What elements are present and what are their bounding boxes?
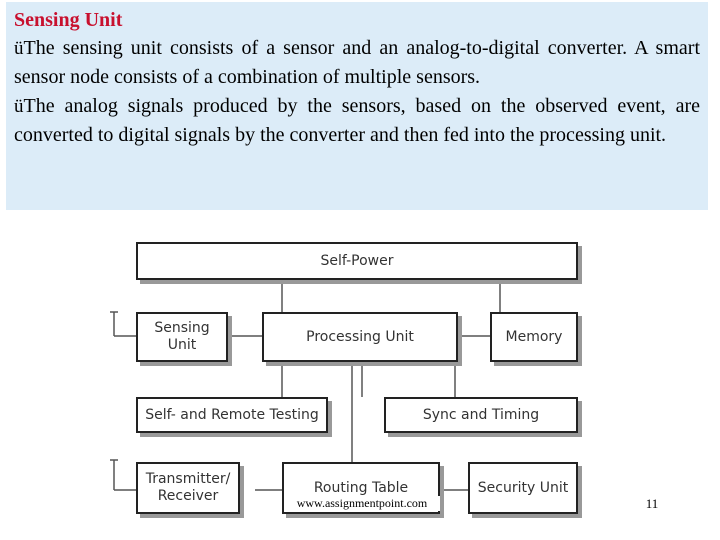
transmitter-label-line2: Receiver xyxy=(157,488,219,504)
sync-timing-label: Sync and Timing xyxy=(422,406,540,423)
page-number: 11 xyxy=(645,496,659,511)
text-panel: Sensing Unit üThe sensing unit consists … xyxy=(6,2,708,210)
self-power-label: Self-Power xyxy=(320,252,394,269)
memory-box: Memory xyxy=(490,312,578,362)
bullet-1: üThe sensing unit consists of a sensor a… xyxy=(14,34,700,92)
footer-url: www.assignmentpoint.com xyxy=(284,496,440,511)
bullet-1-text: The sensing unit consists of a sensor an… xyxy=(14,37,700,88)
sensor-node-diagram: Self-Power Sensing Unit Processing Unit … xyxy=(100,232,600,527)
sensing-unit-label-line1: Sensing xyxy=(154,320,210,336)
check-icon: ü xyxy=(14,96,24,117)
self-remote-testing-label: Self- and Remote Testing xyxy=(145,406,319,423)
processing-unit-box: Processing Unit xyxy=(262,312,458,362)
bullet-2: üThe analog signals produced by the sens… xyxy=(14,92,700,150)
memory-label: Memory xyxy=(505,328,563,345)
transmitter-receiver-box: Transmitter/ Receiver xyxy=(136,462,240,514)
security-unit-label: Security Unit xyxy=(477,479,569,496)
check-icon: ü xyxy=(14,38,24,59)
routing-table-label: Routing Table xyxy=(313,479,409,496)
sensing-unit-box: Sensing Unit xyxy=(136,312,228,362)
processing-unit-label: Processing Unit xyxy=(306,328,414,345)
self-remote-testing-box: Self- and Remote Testing xyxy=(136,397,328,433)
self-power-box: Self-Power xyxy=(136,242,578,280)
transmitter-label-line1: Transmitter/ xyxy=(145,471,231,487)
sync-timing-box: Sync and Timing xyxy=(384,397,578,433)
sensing-unit-label-line2: Unit xyxy=(167,337,197,353)
slide-heading: Sensing Unit xyxy=(14,9,123,31)
security-unit-box: Security Unit xyxy=(468,462,578,514)
bullet-2-text: The analog signals produced by the senso… xyxy=(14,95,700,146)
